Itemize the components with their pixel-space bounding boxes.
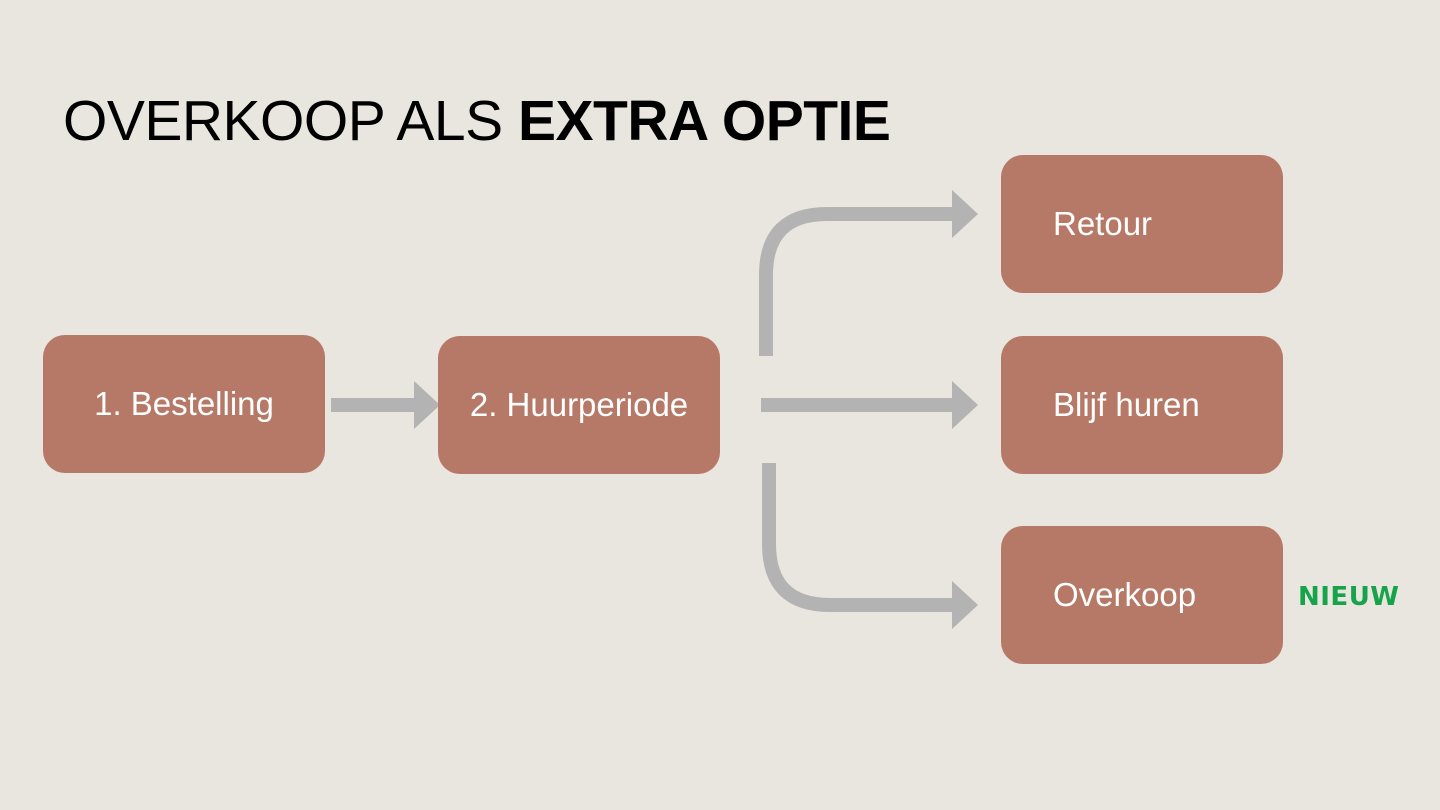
arrowhead-overkoop <box>952 581 978 629</box>
arrowhead-huurperiode <box>414 381 440 429</box>
new-badge: NIEUW <box>1298 582 1400 612</box>
option-blijf-huren-label: Blijf huren <box>1053 386 1200 423</box>
step-bestelling-box: 1. Bestelling <box>43 335 325 473</box>
slide-title: OVERKOOP ALS EXTRA OPTIE <box>63 86 891 156</box>
step-huurperiode-label: 2. Huurperiode <box>469 386 689 423</box>
step-bestelling-label: 1. Bestelling <box>94 385 274 422</box>
step-huurperiode-box: 2. Huurperiode <box>438 336 720 474</box>
arrowhead-retour <box>952 190 978 238</box>
title-normal-part: OVERKOOP ALS <box>63 89 518 153</box>
option-overkoop-label: Overkoop <box>1053 576 1197 613</box>
option-retour-box: Retour <box>1001 155 1283 293</box>
title-bold-part: EXTRA OPTIE <box>517 89 891 153</box>
arrow-to-overkoop <box>762 463 955 612</box>
arrow-to-retour <box>759 207 955 356</box>
arrowhead-blijf-huren <box>952 381 978 429</box>
option-overkoop-box: Overkoop <box>1001 526 1283 664</box>
option-retour-label: Retour <box>1053 205 1153 242</box>
option-blijf-huren-box: Blijf huren <box>1001 336 1283 474</box>
